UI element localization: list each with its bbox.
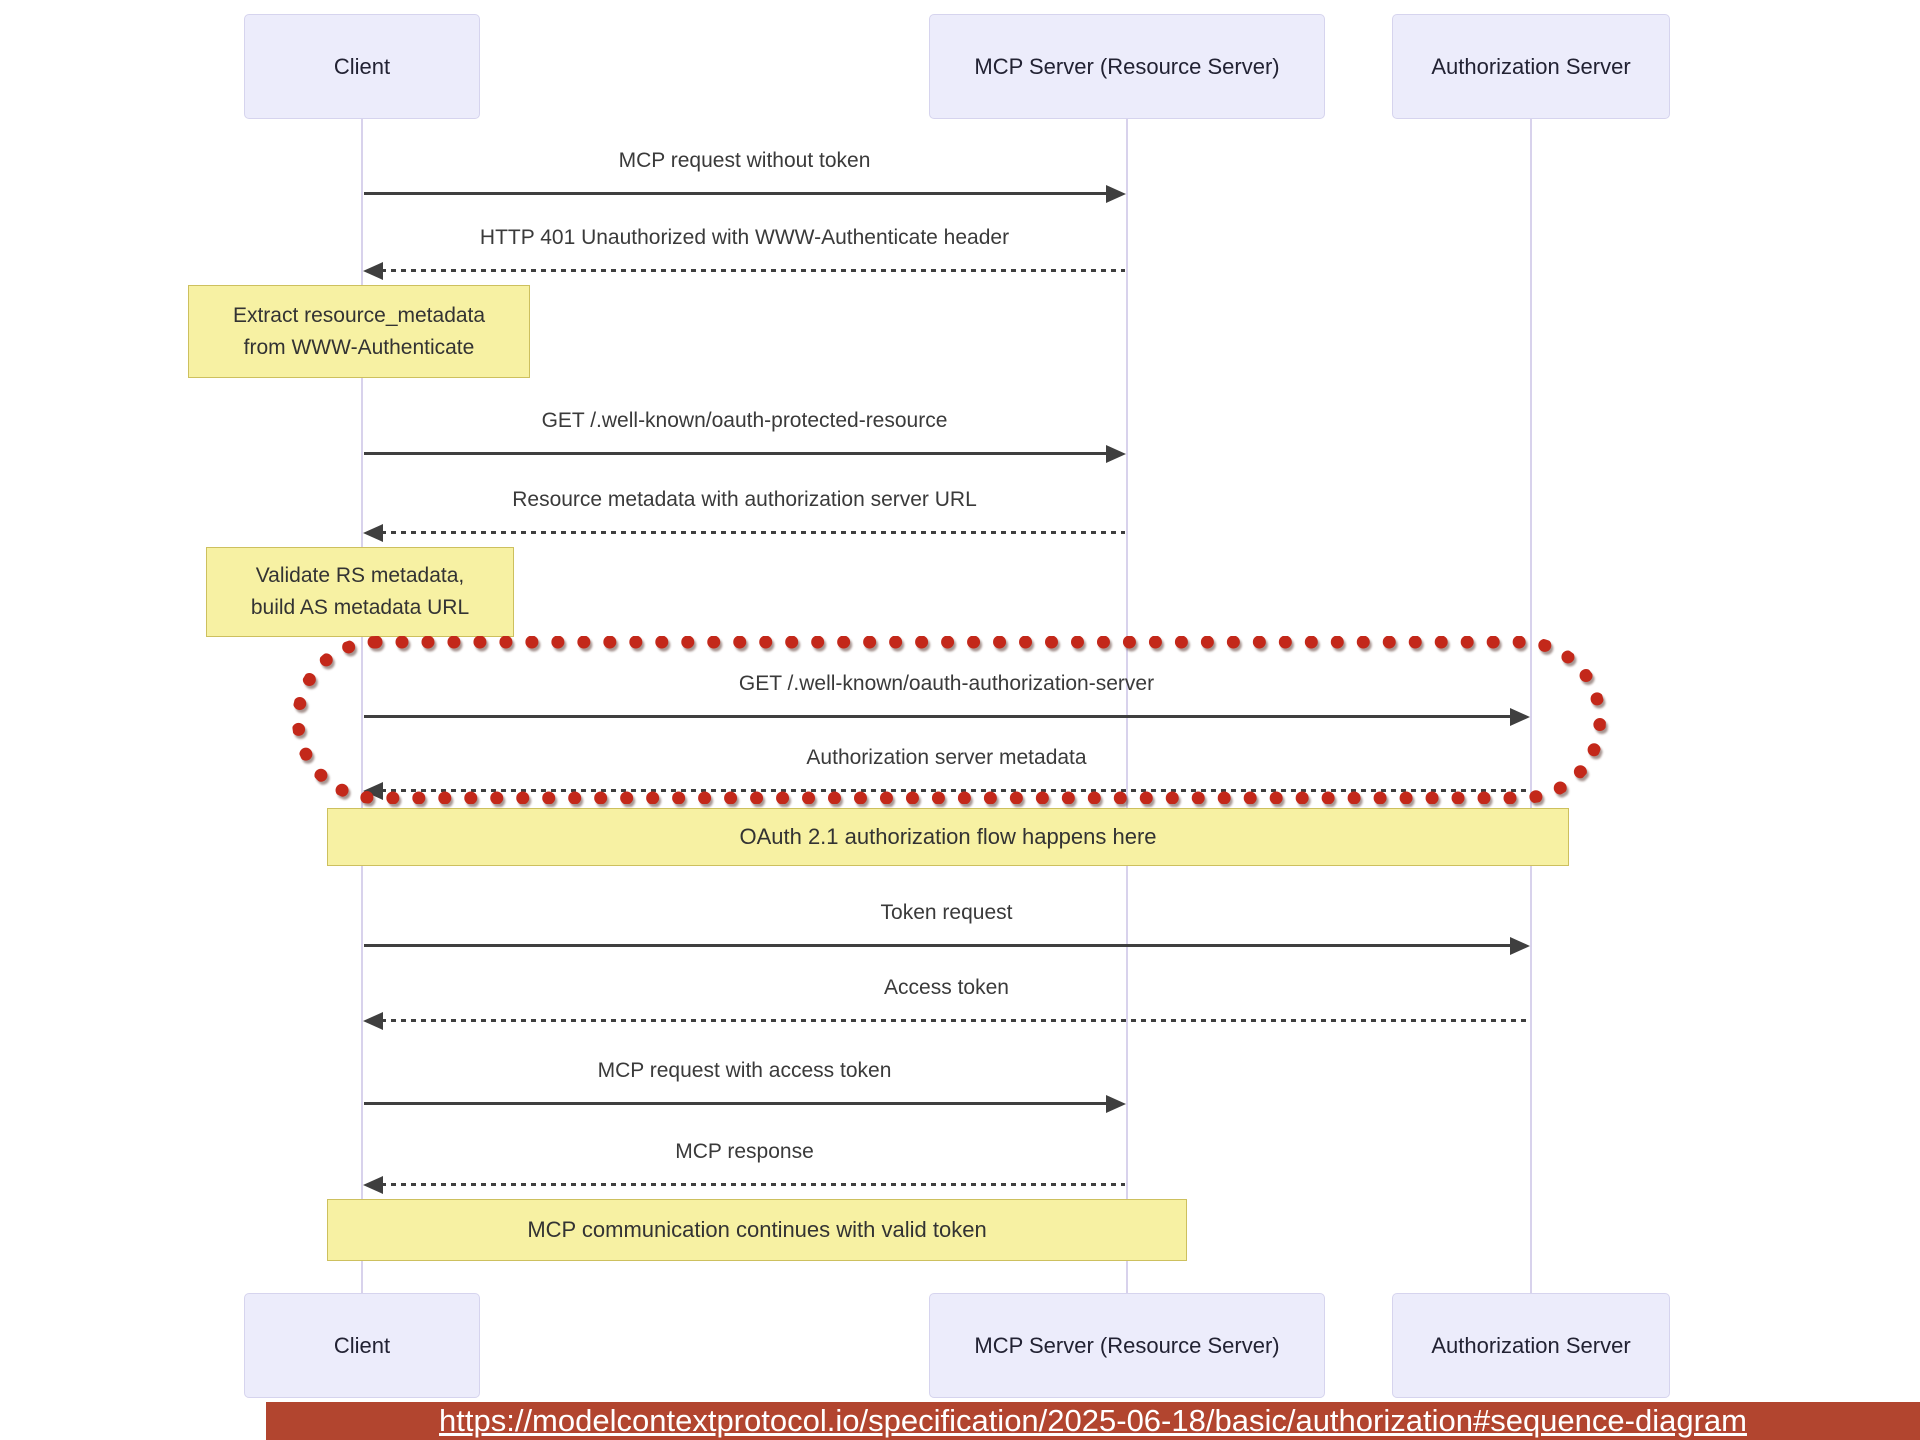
message-label-2: GET /.well-known/oauth-protected-resourc…: [541, 409, 948, 432]
message-arrowhead-3: [363, 524, 383, 542]
message-label-8: MCP request with access token: [597, 1059, 892, 1082]
actor-box-bottom-client: Client: [244, 1293, 480, 1398]
message-arrowhead-6: [1510, 937, 1530, 955]
message-arrowhead-1: [363, 262, 383, 280]
actor-label-client: Client: [333, 53, 391, 79]
message-label-6: Token request: [880, 901, 1013, 924]
message-line-0: [364, 192, 1108, 195]
message-label-9: MCP response: [675, 1140, 814, 1163]
actor-box-bottom-mcp: MCP Server (Resource Server): [929, 1293, 1325, 1398]
message-arrowhead-2: [1106, 445, 1126, 463]
message-label-4: GET /.well-known/oauth-authorization-ser…: [738, 672, 1155, 695]
message-label-5: Authorization server metadata: [806, 746, 1087, 769]
note-1: Validate RS metadata, build AS metadata U…: [206, 547, 514, 637]
lifeline-client: [361, 119, 363, 1293]
actor-box-bottom-auth: Authorization Server: [1392, 1293, 1670, 1398]
message-arrowhead-4: [1510, 708, 1530, 726]
note-1-line: Validate RS metadata,: [255, 564, 465, 587]
note-1-line: build AS metadata URL: [250, 596, 470, 619]
message-arrowhead-7: [363, 1012, 383, 1030]
message-arrowhead-0: [1106, 185, 1126, 203]
message-line-5: [381, 789, 1529, 792]
note-0-line: from WWW-Authenticate: [243, 335, 475, 359]
message-line-7: [381, 1019, 1529, 1022]
message-label-1: HTTP 401 Unauthorized with WWW-Authentic…: [479, 226, 1010, 249]
banner-note-1: MCP communication continues with valid t…: [327, 1199, 1187, 1261]
lifeline-mcp: [1126, 119, 1128, 1293]
message-label-7: Access token: [884, 976, 1009, 999]
banner-note-0: OAuth 2.1 authorization flow happens her…: [327, 808, 1569, 866]
actor-label-auth: Authorization Server: [1431, 1332, 1631, 1358]
source-url-bar: https://modelcontextprotocol.io/specific…: [266, 1402, 1920, 1440]
highlight-ellipse: [292, 636, 1606, 804]
actor-label-auth: Authorization Server: [1431, 53, 1631, 79]
message-arrowhead-5: [363, 782, 383, 800]
note-0-line: Extract resource_metadata: [232, 303, 486, 327]
message-label-3: Resource metadata with authorization ser…: [512, 488, 977, 511]
message-line-9: [381, 1183, 1125, 1186]
actor-label-client: Client: [333, 1332, 391, 1358]
message-line-8: [364, 1102, 1108, 1105]
message-line-3: [381, 531, 1125, 534]
actor-label-mcp: MCP Server (Resource Server): [974, 53, 1280, 79]
message-line-6: [364, 944, 1512, 947]
actor-box-top-client: Client: [244, 14, 480, 119]
actor-box-top-auth: Authorization Server: [1392, 14, 1670, 119]
actor-label-mcp: MCP Server (Resource Server): [974, 1332, 1280, 1358]
message-line-4: [364, 715, 1512, 718]
message-arrowhead-8: [1106, 1095, 1126, 1113]
source-url-link[interactable]: https://modelcontextprotocol.io/specific…: [439, 1403, 1747, 1438]
message-line-1: [381, 269, 1125, 272]
message-label-0: MCP request without token: [618, 149, 871, 172]
lifeline-auth: [1530, 119, 1532, 1293]
message-line-2: [364, 452, 1108, 455]
actor-box-top-mcp: MCP Server (Resource Server): [929, 14, 1325, 119]
message-arrowhead-9: [363, 1176, 383, 1194]
